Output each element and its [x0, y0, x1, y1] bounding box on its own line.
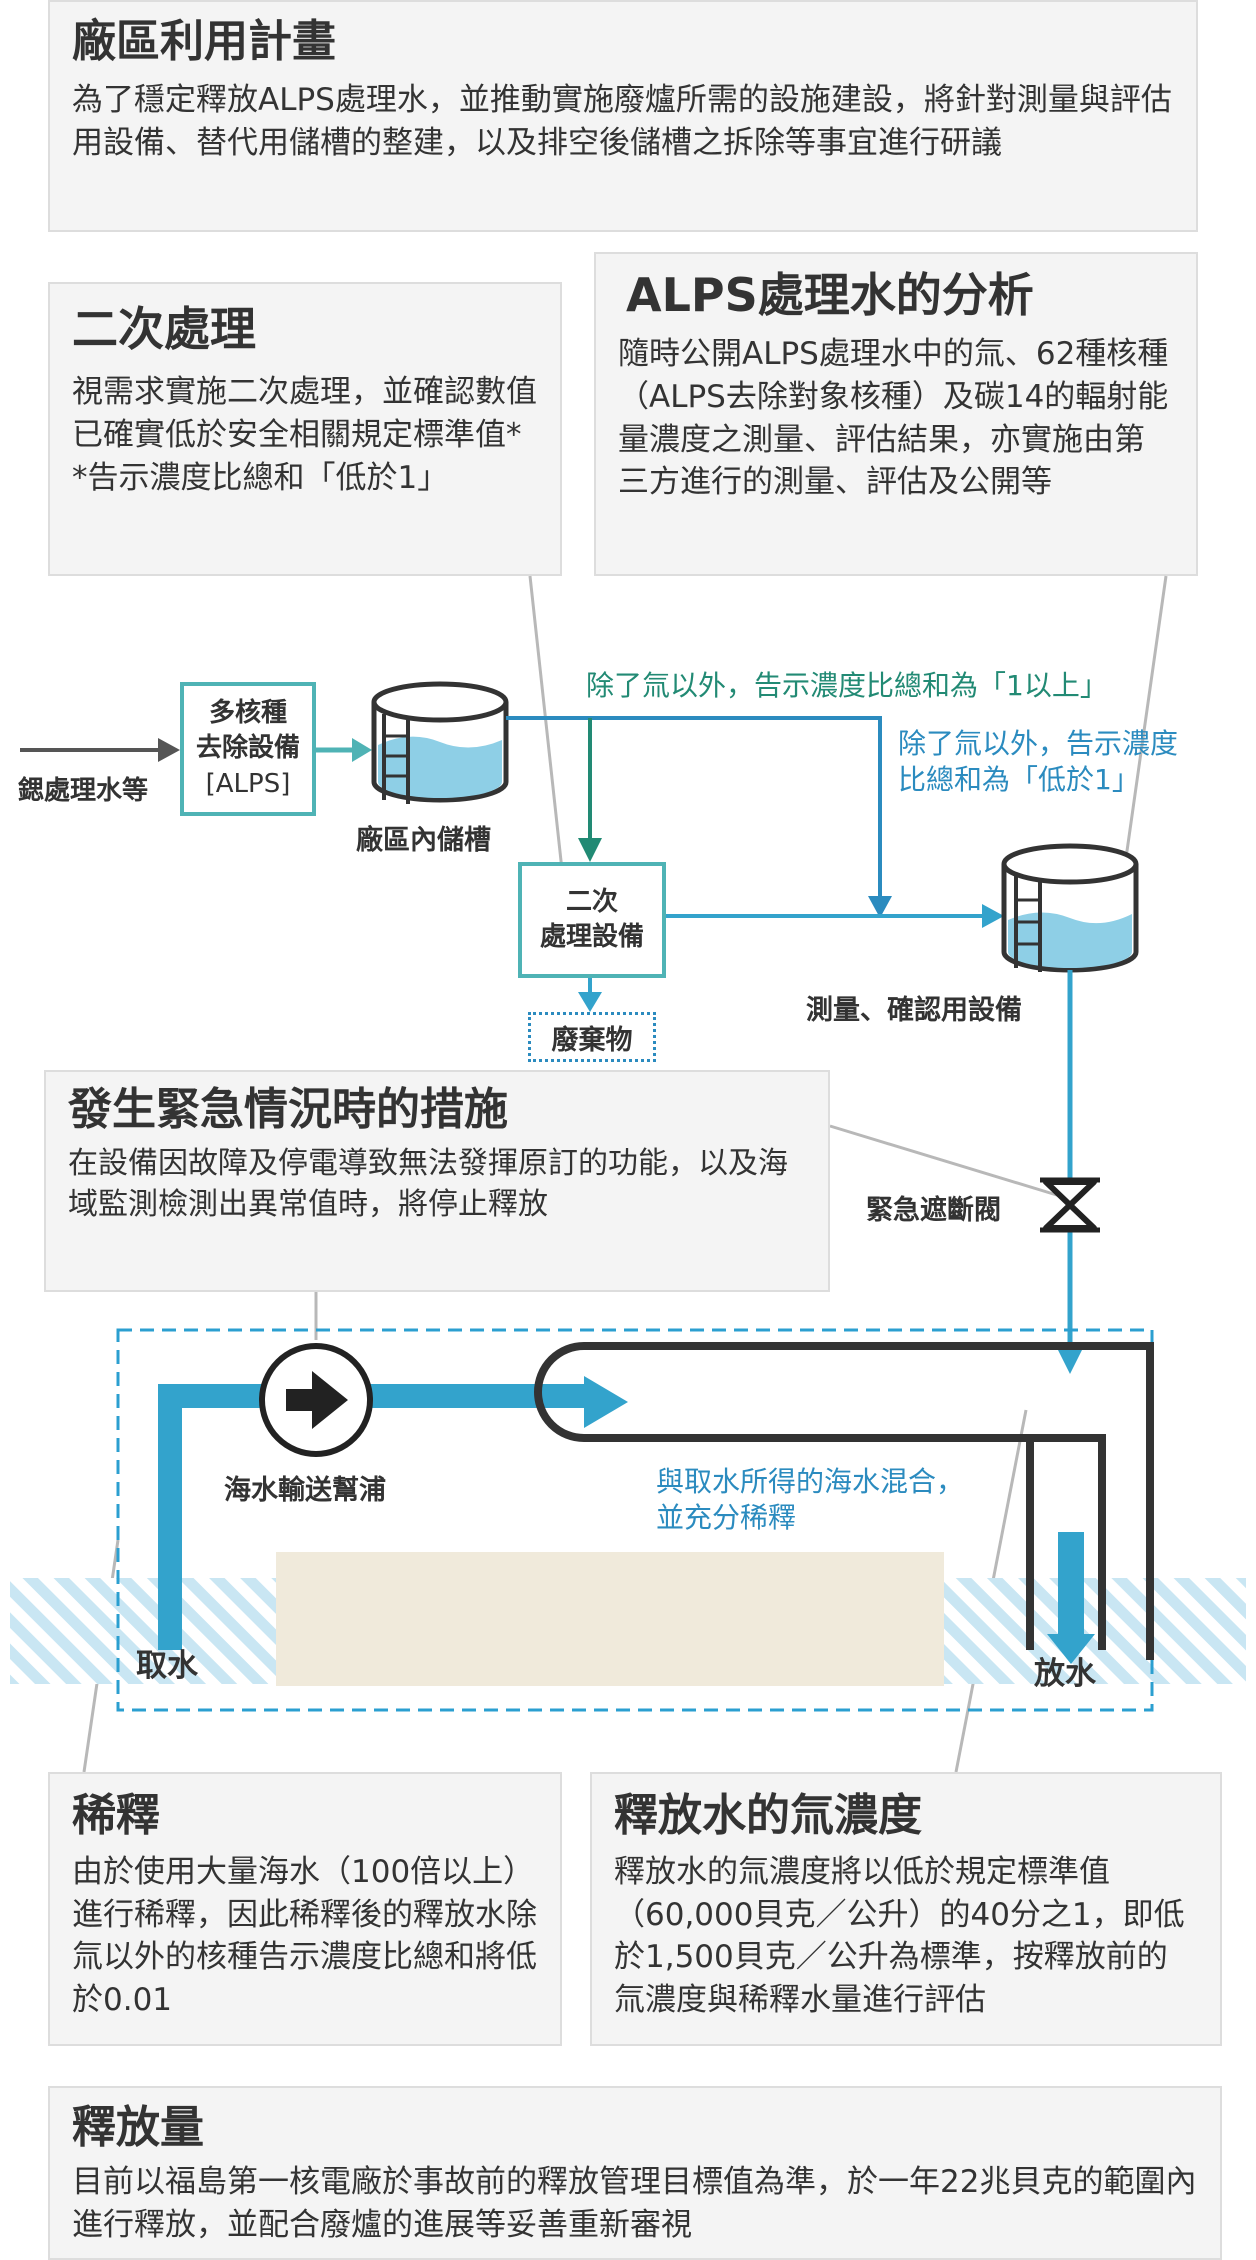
- alps-analysis-title: ALPS處理水的分析: [626, 268, 1034, 322]
- dilution-box: 稀釋 由於使用大量海水（100倍以上）進行稀釋，因此稀釋後的釋放水除氚以外的核種…: [48, 1772, 562, 2046]
- pump-label: 海水輸送幫浦: [224, 1475, 386, 1506]
- release-amount-title: 釋放量: [72, 2102, 204, 2153]
- route-below-label-1: 除了氚以外，告示濃度: [898, 727, 1179, 760]
- alps-equipment: 多核種 去除設備 [ALPS]: [180, 682, 316, 816]
- seawater-pump-icon: [259, 1343, 373, 1457]
- tritium-box: 釋放水的氚濃度 釋放水的氚濃度將以低於規定標準值（60,000貝克／公升）的40…: [590, 1772, 1222, 2046]
- secondary-treatment-title: 二次處理: [72, 302, 256, 356]
- mix-label-2: 並充分稀釋: [656, 1501, 797, 1534]
- release-amount-body: 目前以福島第一核電廠於事故前的釋放管理目標值為準，於一年22兆貝克的範圍內進行釋…: [72, 2163, 1197, 2243]
- measurement-tank-icon: [1001, 843, 1139, 973]
- tritium-title: 釋放水的氚濃度: [614, 1790, 922, 1841]
- secondary-treatment-note: *告示濃度比總和「低於1」: [72, 459, 449, 496]
- alps-analysis-body: 隨時公開ALPS處理水中的氚、62種核種（ALPS去除對象核種）及碳14的輻射能…: [618, 336, 1169, 501]
- input-arrowhead: [158, 738, 180, 762]
- intake-pipe: [158, 1384, 290, 1650]
- waste-box: 廢棄物: [528, 1012, 656, 1062]
- dilution-title: 稀釋: [72, 1790, 160, 1841]
- emergency-title: 發生緊急情況時的措施: [68, 1084, 508, 1135]
- input-label: 鍶處理水等: [18, 776, 149, 806]
- alps-line2: 去除設備: [195, 733, 300, 764]
- tritium-body: 釋放水的氚濃度將以低於規定標準值（60,000貝克／公升）的40分之1，即低於1…: [614, 1853, 1185, 2019]
- site-plan-body: 為了穩定釋放ALPS處理水，並推動實施廢爐所需的設施建設，將針對測量與評估用設備…: [72, 81, 1172, 161]
- emergency-body: 在設備因故障及停電導致無法發揮原訂的功能，以及海域監測檢測出異常值時，將停止釋放: [68, 1145, 788, 1223]
- site-plan-title: 廠區利用計畫: [72, 16, 336, 67]
- mixing-loop-pipe: [534, 1342, 1154, 1660]
- route-below-1-line: [506, 716, 882, 900]
- measurement-label: 測量、確認用設備: [806, 995, 1022, 1026]
- secondary-line2: 處理設備: [539, 922, 644, 952]
- discharge-arrowhead: [1047, 1634, 1095, 1664]
- leader-analysis: [1124, 575, 1168, 859]
- secondary-treatment-body: 視需求實施二次處理，並確認數值已確實低於安全相關規定標準值*: [72, 374, 537, 453]
- secondary-line1: 二次: [565, 886, 618, 917]
- alps-line3: [ALPS]: [205, 768, 291, 799]
- discharge-label: 放水: [1034, 1656, 1096, 1692]
- emergency-shutoff-valve-icon: [1040, 1177, 1100, 1233]
- leader-secondary: [528, 575, 564, 871]
- release-amount-box: 釋放量 目前以福島第一核電廠於事故前的釋放管理目標值為準，於一年22兆貝克的範圍…: [48, 2086, 1222, 2260]
- seabed: [276, 1552, 944, 1686]
- intake-label: 取水: [136, 1648, 198, 1684]
- on-site-tank-icon: [371, 681, 509, 804]
- secondary-treatment-box: 二次處理 視需求實施二次處理，並確認數值已確實低於安全相關規定標準值* *告示濃…: [48, 282, 562, 576]
- secondary-treatment-equipment: 二次 處理設備: [518, 862, 666, 978]
- mix-label-1: 與取水所得的海水混合，: [656, 1465, 965, 1498]
- alps-analysis-box: ALPS處理水的分析 隨時公開ALPS處理水中的氚、62種核種（ALPS去除對象…: [594, 252, 1198, 576]
- site-plan-box: 廠區利用計畫 為了穩定釋放ALPS處理水，並推動實施廢爐所需的設施建設，將針對測…: [48, 0, 1198, 232]
- alps-line1: 多核種: [208, 698, 287, 729]
- mix-arrowhead: [584, 1376, 628, 1428]
- emergency-box: 發生緊急情況時的措施 在設備因故障及停電導致無法發揮原訂的功能，以及海域監測檢測…: [44, 1070, 830, 1292]
- valve-label: 緊急遮斷閥: [866, 1195, 1001, 1226]
- route-below-label-2: 比總和為「低於1」: [898, 763, 1140, 796]
- dilution-body: 由於使用大量海水（100倍以上）進行稀釋，因此稀釋後的釋放水除氚以外的核種告示濃…: [72, 1853, 537, 2019]
- route-above-label: 除了氚以外，告示濃度比總和為「1以上」: [586, 669, 1108, 702]
- tank-label: 廠區內儲槽: [356, 825, 491, 856]
- leader-emergency: [829, 1124, 1061, 1198]
